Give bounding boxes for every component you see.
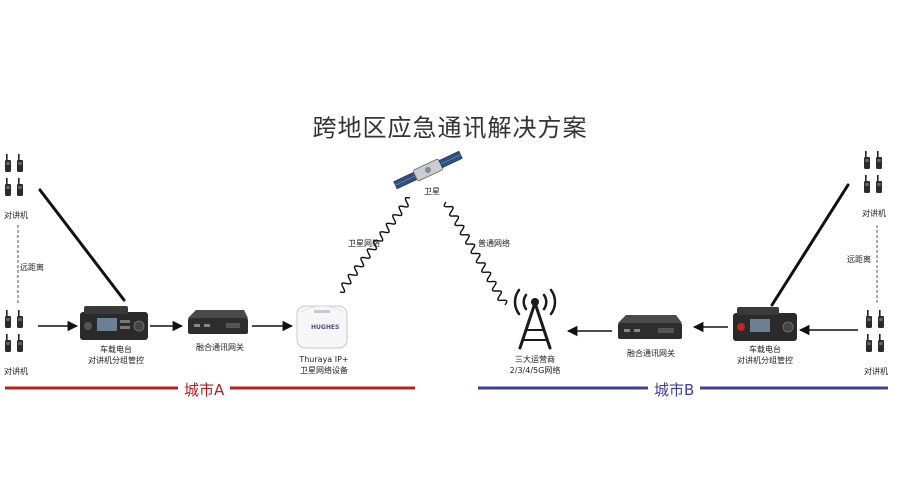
operators-line1: 三大运营商 <box>515 355 555 364</box>
operators-line2: 2/3/4/5G网络 <box>509 366 561 375</box>
walkie-talkie-icon <box>5 154 11 172</box>
walkie-cluster-left-top <box>5 154 23 196</box>
thuraya-brand: HUGHES <box>311 324 340 331</box>
satellite-label: 卫星 <box>424 187 440 196</box>
vehicle-radio-b-icon <box>733 307 797 341</box>
walkie-talkie-icon <box>17 334 23 352</box>
walkie-talkie-icon <box>5 178 11 196</box>
walkie-label-right-top: 对讲机 <box>862 209 886 218</box>
walkie-talkie-icon <box>878 334 884 352</box>
right-radio-link <box>770 183 850 307</box>
sat-network-label: 卫星网络 <box>348 239 380 248</box>
left-radio-link <box>38 188 126 302</box>
walkie-label-right-bottom: 对讲机 <box>864 367 888 376</box>
satellite-icon <box>393 150 463 190</box>
operators-label: 三大运营商 2/3/4/5G网络 <box>500 354 570 376</box>
walkie-talkie-icon <box>866 334 872 352</box>
vehicle-radio-b-line2: 对讲机分组管控 <box>737 356 793 365</box>
public-network-label: 普通网络 <box>478 239 510 248</box>
walkie-talkie-icon <box>876 175 882 193</box>
vehicle-radio-a-line2: 对讲机分组管控 <box>88 356 144 365</box>
city-a-label: 城市A <box>178 379 231 400</box>
walkie-talkie-icon <box>864 151 870 169</box>
thuraya-line2: 卫星网络设备 <box>300 366 348 375</box>
cell-tower-icon <box>513 288 557 350</box>
page-title: 跨地区应急通讯解决方案 <box>312 114 588 142</box>
walkie-talkie-icon <box>5 310 11 328</box>
distance-label-left: 远距离 <box>20 263 44 272</box>
walkie-talkie-icon <box>878 310 884 328</box>
gateway-b-label: 融合通讯网关 <box>627 349 675 358</box>
thuraya-label: Thuraya IP+ 卫星网络设备 <box>296 354 352 376</box>
city-b-label: 城市B <box>648 379 701 400</box>
walkie-cluster-left-bottom <box>5 310 23 352</box>
walkie-label-left-bottom: 对讲机 <box>4 367 28 376</box>
gateway-a-label: 融合通讯网关 <box>196 343 244 352</box>
walkie-talkie-icon <box>864 175 870 193</box>
vehicle-radio-a-label: 车载电台 对讲机分组管控 <box>80 344 152 366</box>
walkie-cluster-right-top <box>864 151 882 193</box>
satellite-wave-left <box>339 196 411 294</box>
walkie-cluster-right-bottom <box>866 310 884 352</box>
walkie-talkie-icon <box>17 310 23 328</box>
vehicle-radio-b-label: 车载电台 对讲机分组管控 <box>728 344 802 366</box>
walkie-talkie-icon <box>5 334 11 352</box>
walkie-talkie-icon <box>866 310 872 328</box>
walkie-label-left-top: 对讲机 <box>4 211 28 220</box>
walkie-talkie-icon <box>17 154 23 172</box>
gateway-a-icon <box>188 310 248 334</box>
walkie-talkie-icon <box>17 178 23 196</box>
walkie-talkie-icon <box>876 151 882 169</box>
thuraya-line1: Thuraya IP+ <box>299 355 349 364</box>
vehicle-radio-a-line1: 车载电台 <box>100 345 132 354</box>
public-wave-right <box>443 201 508 306</box>
vehicle-radio-a-icon <box>80 306 148 340</box>
gateway-b-icon <box>618 315 682 339</box>
vehicle-radio-b-line1: 车载电台 <box>749 345 781 354</box>
thuraya-terminal-icon <box>296 305 348 349</box>
distance-label-right: 远距离 <box>847 255 871 264</box>
